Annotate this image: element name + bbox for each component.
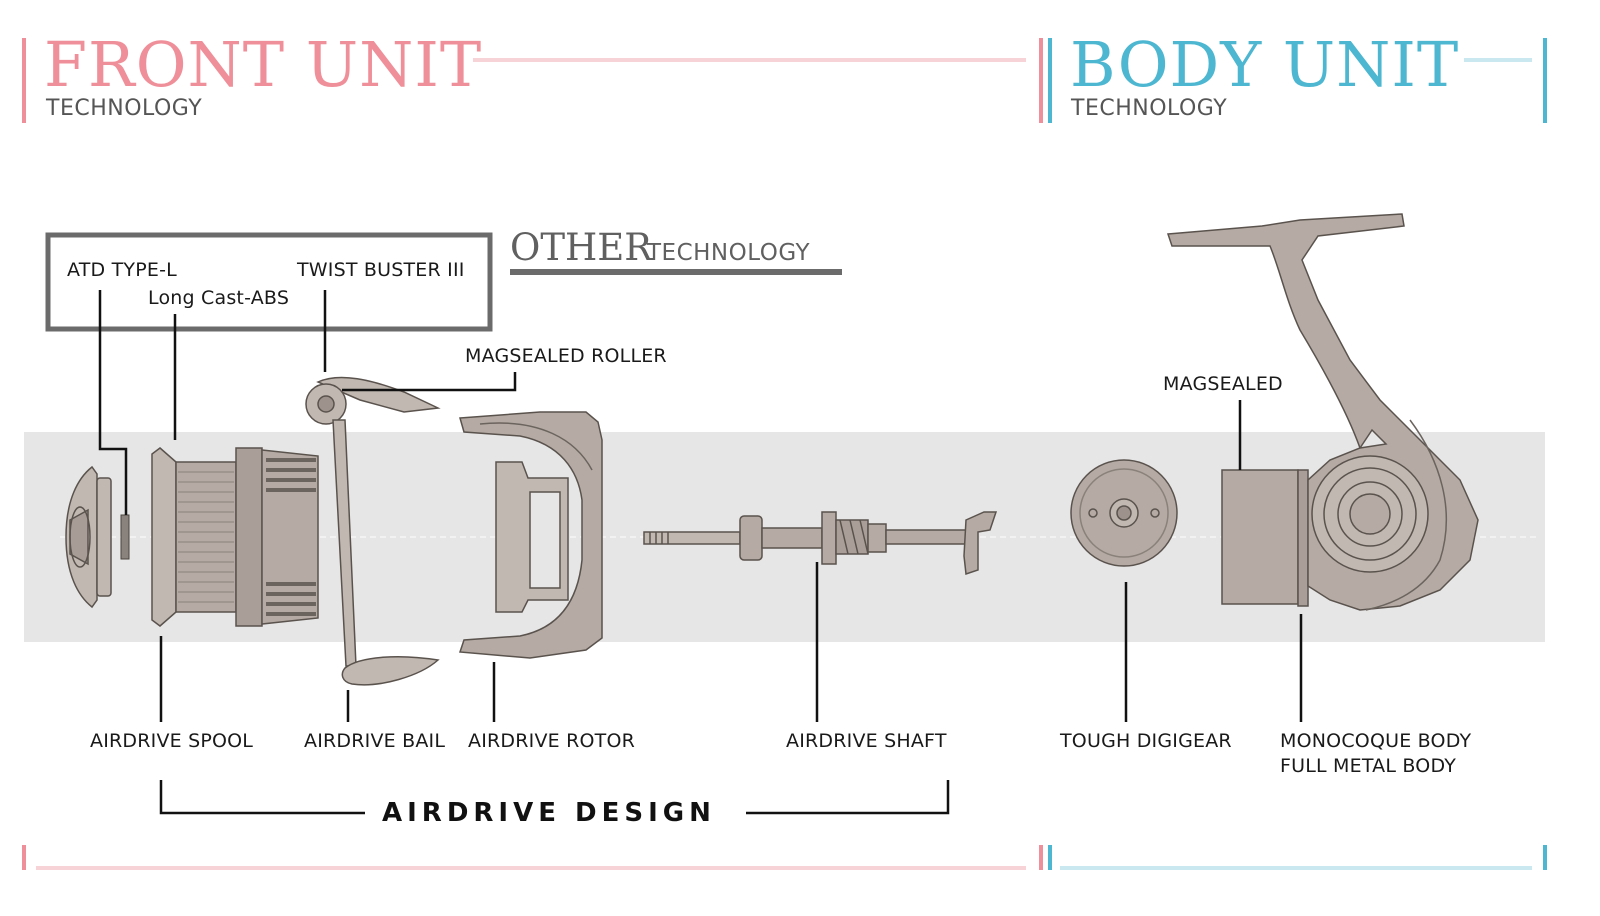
airdrive-spool-part xyxy=(151,447,319,627)
front-unit-subtitle: TECHNOLOGY xyxy=(46,96,203,121)
atd-washer-part xyxy=(120,514,130,560)
other-technology-box xyxy=(45,232,493,332)
leader-lines xyxy=(98,290,1303,815)
leader-magsealed-roller xyxy=(342,372,517,392)
body-unit-title: BODY UNIT xyxy=(1070,28,1460,101)
airdrive-shaft-part xyxy=(643,511,998,576)
label-tough-digigear: TOUGH DIGIGEAR xyxy=(1060,730,1232,752)
label-monocoque-body: MONOCOQUE BODY xyxy=(1280,730,1472,752)
other-technology-subtitle: TECHNOLOGY xyxy=(647,240,811,266)
front-unit-title: FRONT UNIT xyxy=(44,28,483,101)
airdrive-bracket-left xyxy=(159,780,365,815)
airdrive-rotor-part xyxy=(458,411,603,659)
other-technology-title: OTHER xyxy=(510,226,653,269)
footer-frame xyxy=(22,845,1547,870)
label-magsealed: MAGSEALED xyxy=(1163,373,1283,395)
label-airdrive-rotor: AIRDRIVE ROTOR xyxy=(468,730,635,752)
label-long-cast-abs: Long Cast-ABS xyxy=(148,287,290,309)
label-magsealed-roller: MAGSEALED ROLLER xyxy=(465,345,667,367)
monocoque-body-part xyxy=(1166,213,1479,611)
airdrive-design-label: AIRDRIVE DESIGN xyxy=(382,798,716,828)
tough-digigear-part xyxy=(1070,459,1178,567)
front-header-frame xyxy=(22,38,1547,123)
label-airdrive-shaft: AIRDRIVE SHAFT xyxy=(786,730,947,752)
leader-atd xyxy=(98,290,128,515)
airdrive-bracket-right xyxy=(746,780,950,815)
label-full-metal-body: FULL METAL BODY xyxy=(1280,755,1457,777)
label-atd-type-l: ATD TYPE-L xyxy=(67,259,177,281)
label-airdrive-bail: AIRDRIVE BAIL xyxy=(304,730,446,752)
body-unit-subtitle: TECHNOLOGY xyxy=(1071,96,1228,121)
label-twist-buster: TWIST BUSTER III xyxy=(297,259,465,281)
drag-knob-part xyxy=(65,465,112,609)
label-airdrive-spool: AIRDRIVE SPOOL xyxy=(90,730,254,752)
airdrive-bail-part xyxy=(305,376,441,686)
